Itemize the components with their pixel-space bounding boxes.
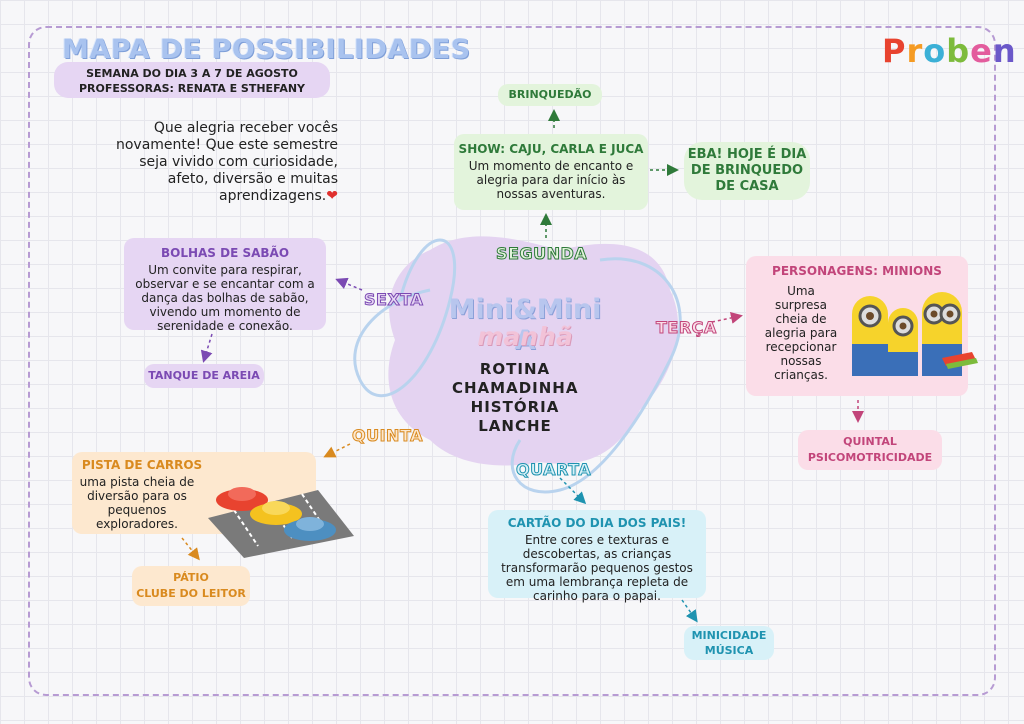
day-label-quinta: QUINTA [352, 426, 424, 446]
pill-line: QUINTAL [843, 435, 897, 448]
logo-letter: n [992, 32, 1017, 70]
teachers-label: PROFESSORAS: RENATA E STHEFANY [78, 82, 305, 95]
pill-line: MÚSICA [704, 644, 754, 657]
card-text-line: nossas [780, 354, 822, 368]
card-text-line: exploradores. [96, 517, 178, 531]
terca-card-title: PERSONAGENS: MINIONS [772, 264, 942, 278]
card-text-line: observar e se encantar com a [135, 277, 315, 291]
routine-item: LANCHE [478, 417, 552, 435]
logo-letter: e [970, 32, 993, 70]
card-text-line: dança das bolhas de sabão, [141, 291, 309, 305]
proben-logo: Proben [882, 32, 1017, 70]
pill-line: CLUBE DO LEITOR [136, 587, 246, 600]
card-text-line: descobertas, as crianças [522, 547, 672, 561]
pill-line: DE CASA [715, 179, 779, 194]
segunda-card-title: SHOW: CAJU, CARLA E JUCA [458, 142, 644, 156]
quinta-pill: PÁTIO CLUBE DO LEITOR [132, 566, 250, 606]
card-text-line: uma pista cheia de [79, 475, 195, 489]
day-label-sexta: SEXTA [363, 290, 424, 310]
quinta-card-text: uma pista cheia de diversão para os pequ… [72, 475, 202, 531]
intro-line: aprendizagens. [219, 188, 327, 204]
card-text-line: crianças. [774, 368, 828, 382]
card-text-line: cheia de [775, 312, 827, 326]
center-loop [353, 238, 682, 494]
card-text-line: alegria para dar início às [476, 173, 626, 187]
card-text-line: transformarão pequenos gestos [501, 561, 693, 575]
card-text-line: surpresa [774, 298, 828, 312]
card-text-line: vivendo um momento de [149, 305, 301, 319]
pill-line: PSICOMOTRICIDADE [807, 451, 933, 464]
intro-line: novamente! Que este semestre [115, 137, 338, 153]
center-blob [388, 236, 679, 466]
quarta-card: CARTÃO DO DIA DOS PAIS! Entre cores e te… [488, 510, 706, 603]
logo-letter: r [906, 32, 924, 70]
card-text-line: alegria para [764, 326, 838, 340]
card-text-line: Entre cores e texturas e [524, 533, 670, 547]
routine-item: CHAMADINHA [452, 379, 579, 397]
card-text-line: Um momento de encanto e [468, 159, 634, 173]
card-text-line: serenidade e conexão. [157, 319, 293, 333]
page-frame [28, 26, 996, 696]
pill-line: MINICIDADE [691, 629, 767, 642]
center-title: Mini&Mini A [448, 294, 602, 356]
pill-line: PÁTIO [173, 571, 209, 584]
week-label: SEMANA DO DIA 3 A 7 DE AGOSTO [86, 67, 298, 80]
quinta-card-title: PISTA DE CARROS [81, 458, 203, 472]
heart-icon: ❤ [326, 188, 338, 204]
day-label-quarta: QUARTA [515, 460, 592, 480]
card-text-line: pequenos [107, 503, 167, 517]
card-text-line: recepcionar [765, 340, 837, 354]
card-text-line: em uma lembrança repleta de [505, 575, 689, 589]
segunda-card: SHOW: CAJU, CARLA E JUCA Um momento de e… [454, 134, 648, 210]
minions-illustration [852, 292, 978, 376]
segunda-top-pill: BRINQUEDÃO [498, 84, 602, 106]
intro-line: Que alegria receber vocês [153, 120, 338, 136]
routine-list: ROTINA CHAMADINHA HISTÓRIA LANCHE [452, 360, 578, 436]
quarta-pill: MINICIDADE MÚSICA [684, 626, 774, 660]
pill-line: DE BRINQUEDO [690, 163, 804, 178]
card-text-line: Um convite para respirar, [148, 263, 302, 277]
day-label-segunda: SEGUNDA [495, 244, 588, 264]
header-info-box: SEMANA DO DIA 3 A 7 DE AGOSTO PROFESSORA… [54, 62, 330, 98]
page-title: MAPA DE POSSIBILIDADES [62, 34, 471, 65]
terca-pill: QUINTAL PSICOMOTRICIDADE [798, 430, 942, 470]
card-text-line: carinho para o papai. [533, 589, 661, 603]
intro-line: afeto, diversão e muitas [167, 171, 338, 187]
routine-item: ROTINA [479, 360, 551, 378]
pill-line: EBA! HOJE É DIA [687, 147, 807, 162]
card-text-line: Uma [787, 284, 815, 298]
logo-letter: b [946, 32, 971, 70]
logo-letter: P [882, 32, 907, 70]
day-label-terca: TERÇA [656, 318, 717, 338]
cars-illustration [208, 487, 354, 558]
sexta-card: BOLHAS DE SABÃO Um convite para respirar… [124, 238, 326, 333]
card-text-line: diversão para os [87, 489, 187, 503]
sexta-card-title: BOLHAS DE SABÃO [160, 246, 290, 260]
intro-text: Que alegria receber vocês novamente! Que… [96, 120, 338, 205]
routine-item: HISTÓRIA [470, 398, 560, 416]
quarta-card-title: CARTÃO DO DIA DOS PAIS! [507, 516, 687, 530]
terca-card-text: Uma surpresa cheia de alegria para recep… [758, 284, 844, 382]
terca-card: PERSONAGENS: MINIONS Uma surpresa cheia … [746, 256, 978, 396]
intro-line: seja vivido com curiosidade, [139, 154, 338, 170]
sexta-pill: TANQUE DE AREIA [144, 364, 264, 388]
center-subtitle: manhã [477, 322, 573, 351]
logo-letter: o [923, 32, 947, 70]
segunda-side-pill: EBA! HOJE É DIA DE BRINQUEDO DE CASA [684, 142, 810, 200]
card-text-line: nossas aventuras. [496, 187, 606, 201]
